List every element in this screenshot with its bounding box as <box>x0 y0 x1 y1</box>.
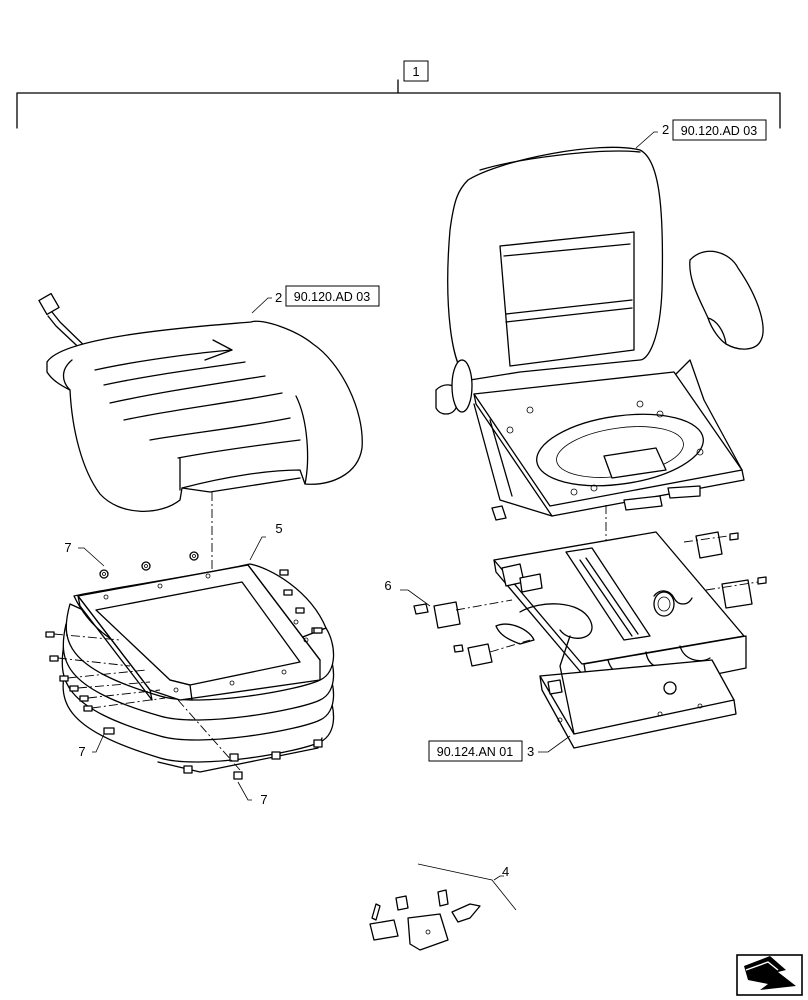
fastener-callout-top: 7 <box>64 540 71 555</box>
seat-backrest <box>447 146 764 381</box>
suspension-ref[interactable]: 90.124.AN 01 <box>437 745 513 759</box>
seat-back-ref[interactable]: 90.120.AD 03 <box>681 124 757 138</box>
assembly-bracket: 1 <box>16 60 781 129</box>
suspension-ref-box[interactable] <box>428 740 523 762</box>
seat-cushion-ref-box[interactable] <box>285 285 380 307</box>
next-page-arrow-icon[interactable] <box>736 954 803 996</box>
bellows-frame <box>61 563 335 773</box>
assembly-callout-label: 1 <box>412 64 419 79</box>
fastener-callout-left: 7 <box>78 744 85 759</box>
suspension-item-number: 3 <box>527 744 534 759</box>
bracket-kit <box>369 863 517 951</box>
screw-item-number: 6 <box>384 578 391 593</box>
bracket-kit-item-number: 4 <box>502 864 509 879</box>
seat-cushion-item-number: 2 <box>275 290 282 305</box>
suspension-hardware <box>413 531 767 667</box>
assembly-callout-box[interactable] <box>403 60 429 82</box>
seat-cushion <box>38 292 363 512</box>
swivel-plate <box>435 359 745 521</box>
frame-fasteners <box>45 551 323 780</box>
seat-cushion-ref[interactable]: 90.120.AD 03 <box>294 290 370 304</box>
seat-back-item-number: 2 <box>662 122 669 137</box>
seat-suspension <box>493 531 747 749</box>
fastener-callout-bottom: 7 <box>260 792 267 807</box>
bellows-frame-item-number: 5 <box>275 521 282 536</box>
seat-back-ref-box[interactable] <box>672 119 767 141</box>
